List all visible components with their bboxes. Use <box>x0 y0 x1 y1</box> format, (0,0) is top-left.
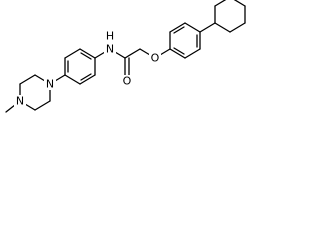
bond-ar1-6 <box>64 74 81 85</box>
atom-carbonyl-o: O <box>123 75 132 88</box>
bond-cy-2 <box>229 22 246 33</box>
atom-n1: N <box>46 78 54 91</box>
bond-co-ch2 <box>124 48 141 59</box>
bond-cy-5 <box>214 0 227 7</box>
atom-bg-n1 <box>44 78 56 90</box>
atom-bg-amide-n <box>104 43 116 55</box>
bond-ar2-1 <box>169 48 186 59</box>
bond-ar2-d3 <box>173 26 185 34</box>
atom-bg-n4 <box>14 95 26 107</box>
bond-ar1-5 <box>79 74 96 85</box>
bond-ar1-d3 <box>80 73 92 81</box>
molecule-diagram: N N N H O O <box>0 0 272 131</box>
bond-cy-4 <box>233 0 246 7</box>
bonds <box>5 0 246 113</box>
atom-bg-amide-h <box>104 30 116 42</box>
atom-bg-ether-o <box>149 52 161 64</box>
atom-labels: N N N H O O <box>14 30 161 108</box>
bond-pip-2 <box>19 74 36 85</box>
bond-ar2-5 <box>169 22 186 33</box>
atom-bg-carbonyl-o <box>121 75 133 87</box>
bond-ar1-3 <box>79 48 96 59</box>
bond-cy-1 <box>214 22 231 33</box>
atom-n4: N <box>16 95 24 108</box>
structure-svg: N N N H O O <box>5 0 246 113</box>
bond-pip-5 <box>34 100 51 111</box>
bond-ar2-cy <box>199 22 216 33</box>
atom-amide-n: N <box>106 43 114 56</box>
bond-ar1-d2 <box>80 52 92 60</box>
bond-ar2-d1 <box>173 47 185 55</box>
bond-ar2-4 <box>184 22 201 33</box>
bond-ar1-2 <box>64 48 81 59</box>
atom-ether-o: O <box>151 52 160 65</box>
atom-amide-h: H <box>106 30 114 43</box>
bond-ar2-2 <box>184 48 201 59</box>
